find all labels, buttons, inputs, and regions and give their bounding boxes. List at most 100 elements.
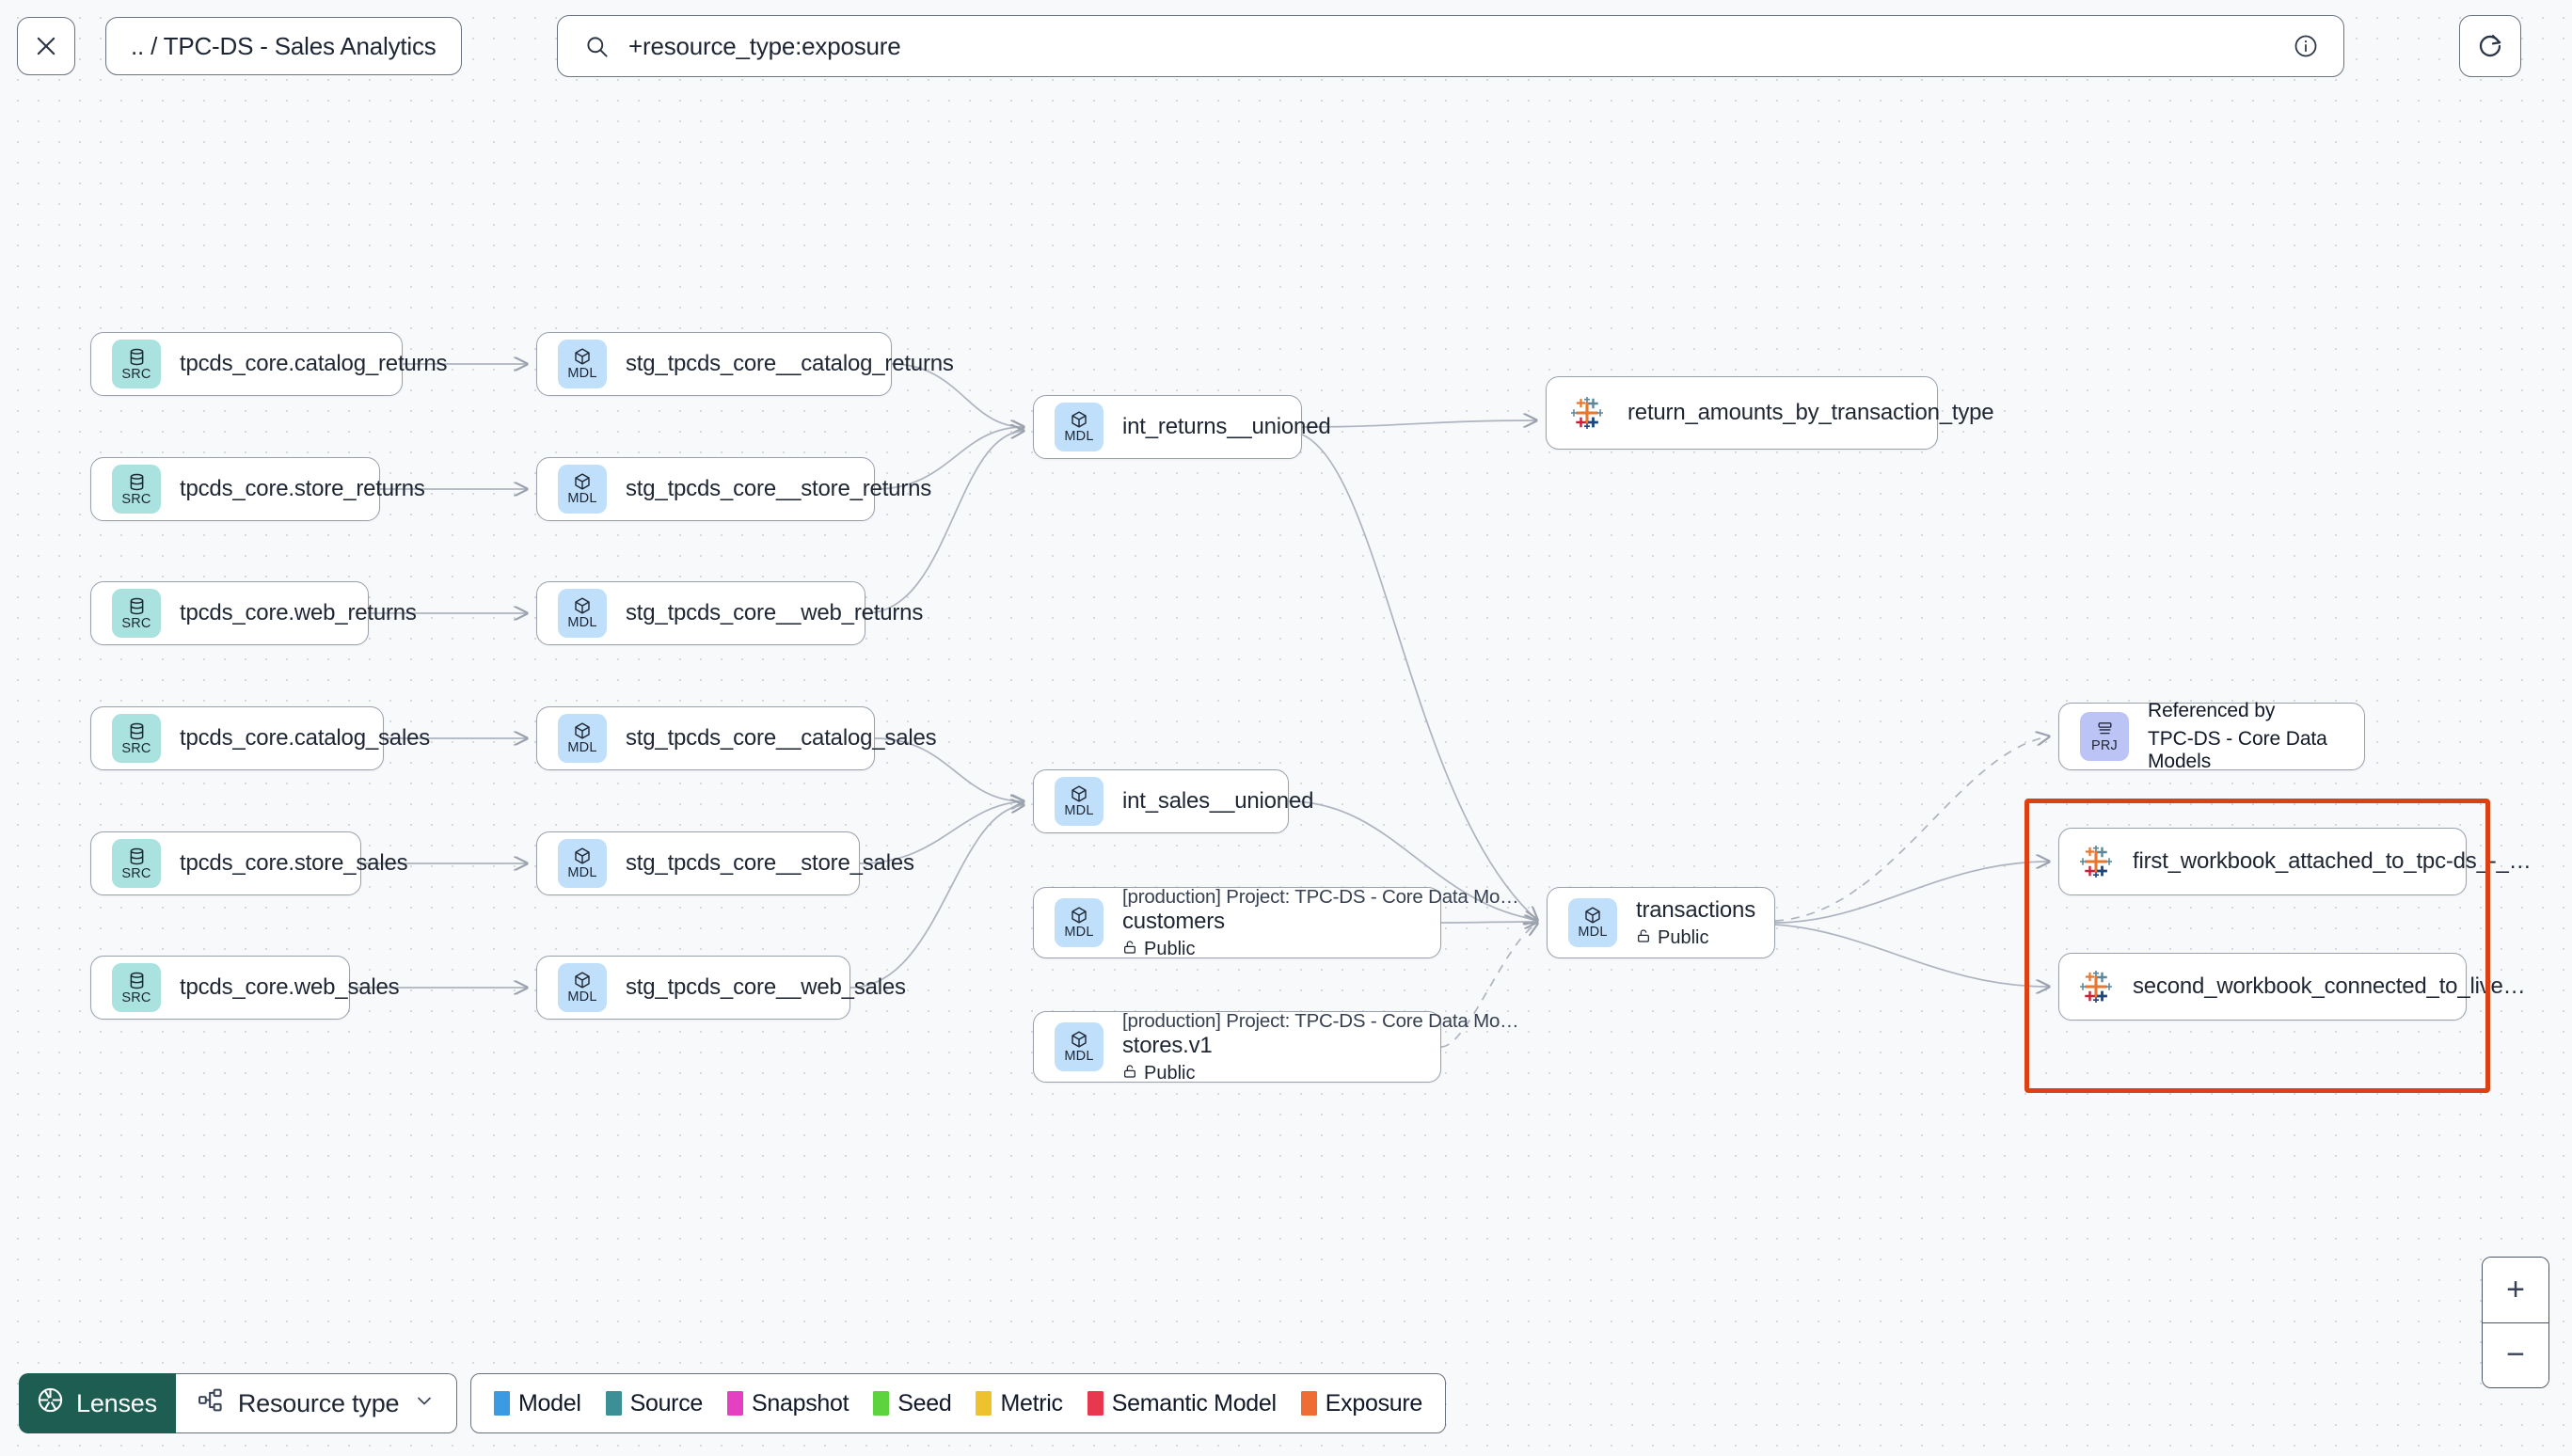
legend-swatch (1300, 1391, 1317, 1416)
visibility-label: Public (1144, 938, 1196, 959)
legend-label: Source (629, 1389, 704, 1416)
cube-icon (573, 971, 592, 989)
node-title: int_returns__unioned (1122, 414, 1331, 439)
model-badge: MDL (1055, 898, 1103, 947)
source-badge: SRC (112, 340, 161, 388)
source-badge: SRC (112, 963, 161, 1012)
close-icon (33, 33, 59, 59)
source-badge: SRC (112, 714, 161, 763)
model-badge-label: MDL (567, 491, 597, 507)
source-badge-label: SRC (121, 366, 151, 382)
node-src-web-sales[interactable]: SRC tpcds_core.web_sales (90, 956, 400, 1020)
model-badge-label: MDL (1064, 803, 1094, 819)
legend-item-source: Source (605, 1389, 704, 1417)
legend-swatch (873, 1391, 890, 1416)
source-badge-label: SRC (121, 865, 151, 881)
chevron-down-icon (413, 1389, 436, 1418)
legend-item-snapshot: Snapshot (727, 1390, 849, 1417)
node-title: stg_tpcds_core__catalog_returns (626, 351, 954, 376)
unlock-icon (1636, 927, 1651, 949)
node-int-sales-unioned[interactable]: MDL int_sales__unioned (1033, 769, 1313, 833)
model-badge: MDL (558, 465, 607, 514)
model-badge-label: MDL (1578, 925, 1608, 941)
refresh-button[interactable] (2459, 15, 2521, 77)
node-exposure-first-workbook[interactable]: first_workbook_attached_to_tpc-ds_-_… (2058, 828, 2532, 895)
breadcrumb-label: .. / TPC-DS - Sales Analytics (131, 31, 437, 60)
project-badge: PRJ (2080, 712, 2129, 761)
node-visibility: Public (1122, 1063, 1420, 1084)
cube-icon (573, 721, 592, 740)
tableau-exposure-icon (1570, 396, 1604, 430)
source-badge-label: SRC (121, 615, 151, 631)
legend-label: Seed (897, 1389, 952, 1416)
source-badge-label: SRC (121, 740, 151, 756)
node-stg-store-sales[interactable]: MDL stg_tpcds_core__store_sales (536, 831, 914, 895)
node-project-reference[interactable]: PRJ Referenced by TPC-DS - Core Data Mod… (2058, 700, 2365, 772)
cube-icon (1070, 1030, 1088, 1049)
aperture-icon (36, 1385, 65, 1421)
zoom-out-button[interactable]: − (2483, 1321, 2548, 1387)
referenced-by-label: Referenced by (2148, 700, 2276, 721)
model-badge-label: MDL (567, 366, 597, 382)
node-src-store-returns[interactable]: SRC tpcds_core.store_returns (90, 457, 425, 521)
model-badge-label: MDL (1064, 429, 1094, 445)
node-exposure-second-workbook[interactable]: second_workbook_connected_to_live… (2058, 953, 2526, 1021)
node-stores-v1[interactable]: MDL [production] Project: TPC-DS - Core … (1033, 1010, 1519, 1084)
project-stack-icon (2096, 720, 2114, 738)
database-icon (127, 847, 147, 866)
node-exposure-return-amounts[interactable]: return_amounts_by_transaction_type (1546, 376, 1994, 450)
node-stg-catalog-sales[interactable]: MDL stg_tpcds_core__catalog_sales (536, 706, 937, 770)
node-stg-web-returns[interactable]: MDL stg_tpcds_core__web_returns (536, 581, 924, 645)
model-badge-label: MDL (567, 865, 597, 881)
node-title: tpcds_core.store_returns (180, 476, 425, 501)
zoom-in-button[interactable]: + (2483, 1258, 2548, 1322)
source-badge-label: SRC (121, 491, 151, 507)
top-bar: .. / TPC-DS - Sales Analytics +resource_… (0, 0, 2572, 111)
cube-icon (573, 472, 592, 491)
refresh-icon (2476, 32, 2504, 60)
node-customers[interactable]: MDL [production] Project: TPC-DS - Core … (1033, 885, 1519, 960)
exposure-highlight-box (2024, 799, 2490, 1093)
node-src-catalog-sales[interactable]: SRC tpcds_core.catalog_sales (90, 706, 430, 770)
resource-type-dropdown[interactable]: Resource type (175, 1373, 458, 1433)
node-src-catalog-returns[interactable]: SRC tpcds_core.catalog_returns (90, 332, 448, 396)
breadcrumb[interactable]: .. / TPC-DS - Sales Analytics (105, 17, 462, 75)
node-title: customers (1122, 908, 1225, 934)
lenses-label: Lenses (76, 1388, 157, 1417)
node-title: transactions (1636, 896, 1755, 923)
search-input-value[interactable]: +resource_type:exposure (628, 31, 901, 60)
node-src-web-returns[interactable]: SRC tpcds_core.web_returns (90, 581, 417, 645)
node-stg-web-sales[interactable]: MDL stg_tpcds_core__web_sales (536, 956, 906, 1020)
project-badge-label: PRJ (2091, 737, 2118, 753)
visibility-label: Public (1144, 1062, 1196, 1084)
node-stg-catalog-returns[interactable]: MDL stg_tpcds_core__catalog_returns (536, 332, 954, 396)
model-badge: MDL (558, 589, 607, 638)
hierarchy-icon (197, 1386, 224, 1420)
cube-icon (1070, 410, 1088, 429)
tableau-exposure-icon (2079, 845, 2113, 878)
visibility-label: Public (1658, 926, 1709, 948)
node-stg-store-returns[interactable]: MDL stg_tpcds_core__store_returns (536, 457, 932, 521)
database-icon (127, 347, 147, 367)
node-src-store-sales[interactable]: SRC tpcds_core.store_sales (90, 831, 408, 895)
info-circle-icon[interactable] (2293, 33, 2319, 59)
node-project-label: [production] Project: TPC-DS - Core Data… (1122, 885, 1519, 908)
database-icon (127, 721, 147, 741)
node-visibility: Public (1122, 939, 1420, 960)
lenses-button[interactable]: Lenses (19, 1373, 176, 1433)
model-badge: MDL (1055, 403, 1103, 451)
zoom-controls[interactable]: + − (2482, 1257, 2549, 1388)
close-button[interactable] (17, 17, 75, 75)
lenses-control-group: Lenses Resource type (19, 1373, 458, 1433)
cube-icon (1070, 906, 1088, 925)
node-int-returns-unioned[interactable]: MDL int_returns__unioned (1033, 395, 1331, 459)
node-title: stg_tpcds_core__web_returns (626, 600, 924, 625)
node-transactions[interactable]: MDL transactions Public (1547, 887, 1775, 958)
node-title: stg_tpcds_core__store_returns (626, 476, 932, 501)
source-badge: SRC (112, 465, 161, 514)
legend-item-model: Model (494, 1390, 581, 1417)
search-input[interactable]: +resource_type:exposure (557, 15, 2344, 77)
model-badge-label: MDL (1064, 925, 1094, 941)
unlock-icon (1122, 1063, 1137, 1084)
legend-item-exposure: Exposure (1300, 1390, 1422, 1417)
